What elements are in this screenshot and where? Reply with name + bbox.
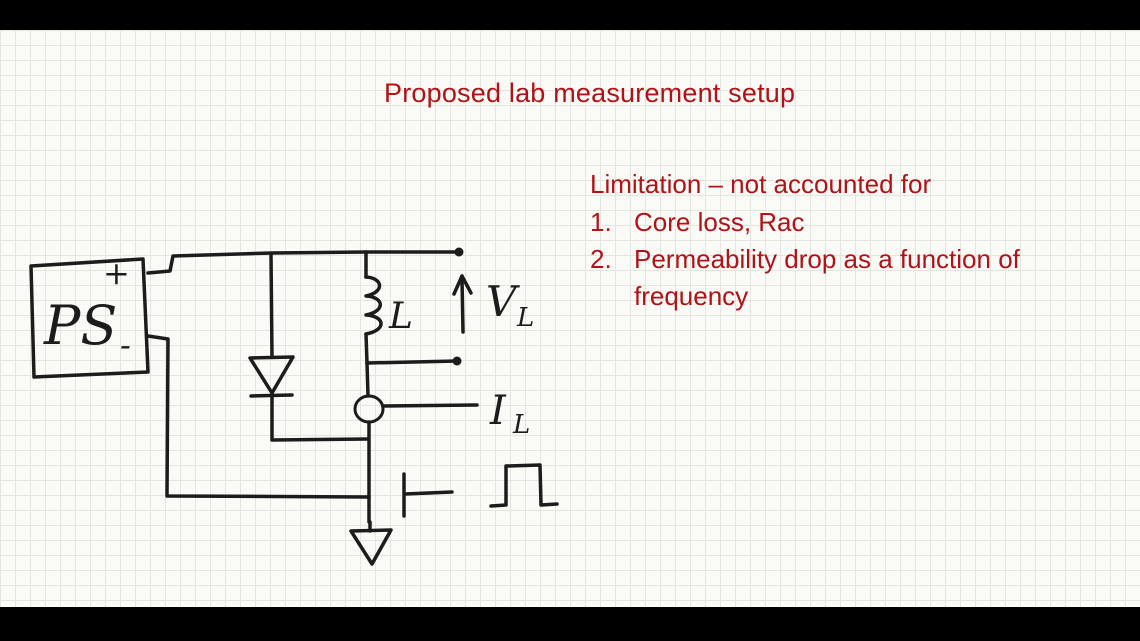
return-wire	[146, 334, 371, 499]
current-sensor-branch: I L	[353, 361, 530, 440]
limitations-heading: Limitation – not accounted for	[590, 169, 932, 199]
item-text: Permeability drop as a function of frequ…	[634, 244, 1020, 311]
current-subscript: L	[512, 410, 530, 440]
vl-arrow: V L	[452, 274, 534, 334]
limitations-note: Limitation – not accounted for 1. Core l…	[590, 166, 1110, 315]
limitation-item: 1. Core loss, Rac	[590, 204, 1110, 241]
vminus-node-dot	[452, 356, 462, 366]
mosfet-gate-lead	[403, 490, 454, 496]
ground-icon	[349, 520, 393, 566]
inductor-label: L	[388, 296, 413, 337]
plus-terminal-label: +	[103, 254, 130, 292]
item-text: Core loss, Rac	[634, 207, 805, 237]
minus-terminal-label: -	[120, 326, 131, 364]
power-supply-label: PS	[43, 294, 117, 357]
voltage-subscript: L	[516, 303, 534, 333]
vplus-node-dot	[454, 247, 464, 257]
current-label: I	[489, 388, 507, 434]
inductor-symbol	[364, 275, 383, 336]
power-supply-box: PS + -	[29, 254, 150, 379]
mosfet-symbol	[367, 420, 454, 524]
pulse-waveform-icon	[489, 463, 559, 508]
item-number: 2.	[590, 244, 612, 274]
current-probe-wire	[381, 403, 479, 408]
top-rail-wire	[146, 247, 464, 275]
slide-title: Proposed lab measurement setup	[384, 78, 796, 108]
voltage-label: V	[486, 277, 520, 326]
whiteboard-canvas: Proposed lab measurement setup Limitatio…	[0, 30, 1140, 607]
inductor-branch: L	[364, 250, 413, 365]
limitation-item: 2. Permeability drop as a function of fr…	[590, 241, 1110, 315]
mid-rail-wire	[365, 356, 462, 366]
diode-symbol	[248, 355, 295, 395]
item-number: 1.	[590, 207, 612, 237]
diode-branch	[248, 252, 370, 442]
circuit-diagram: PS + - L	[29, 247, 559, 566]
current-sensor-icon	[353, 394, 385, 424]
